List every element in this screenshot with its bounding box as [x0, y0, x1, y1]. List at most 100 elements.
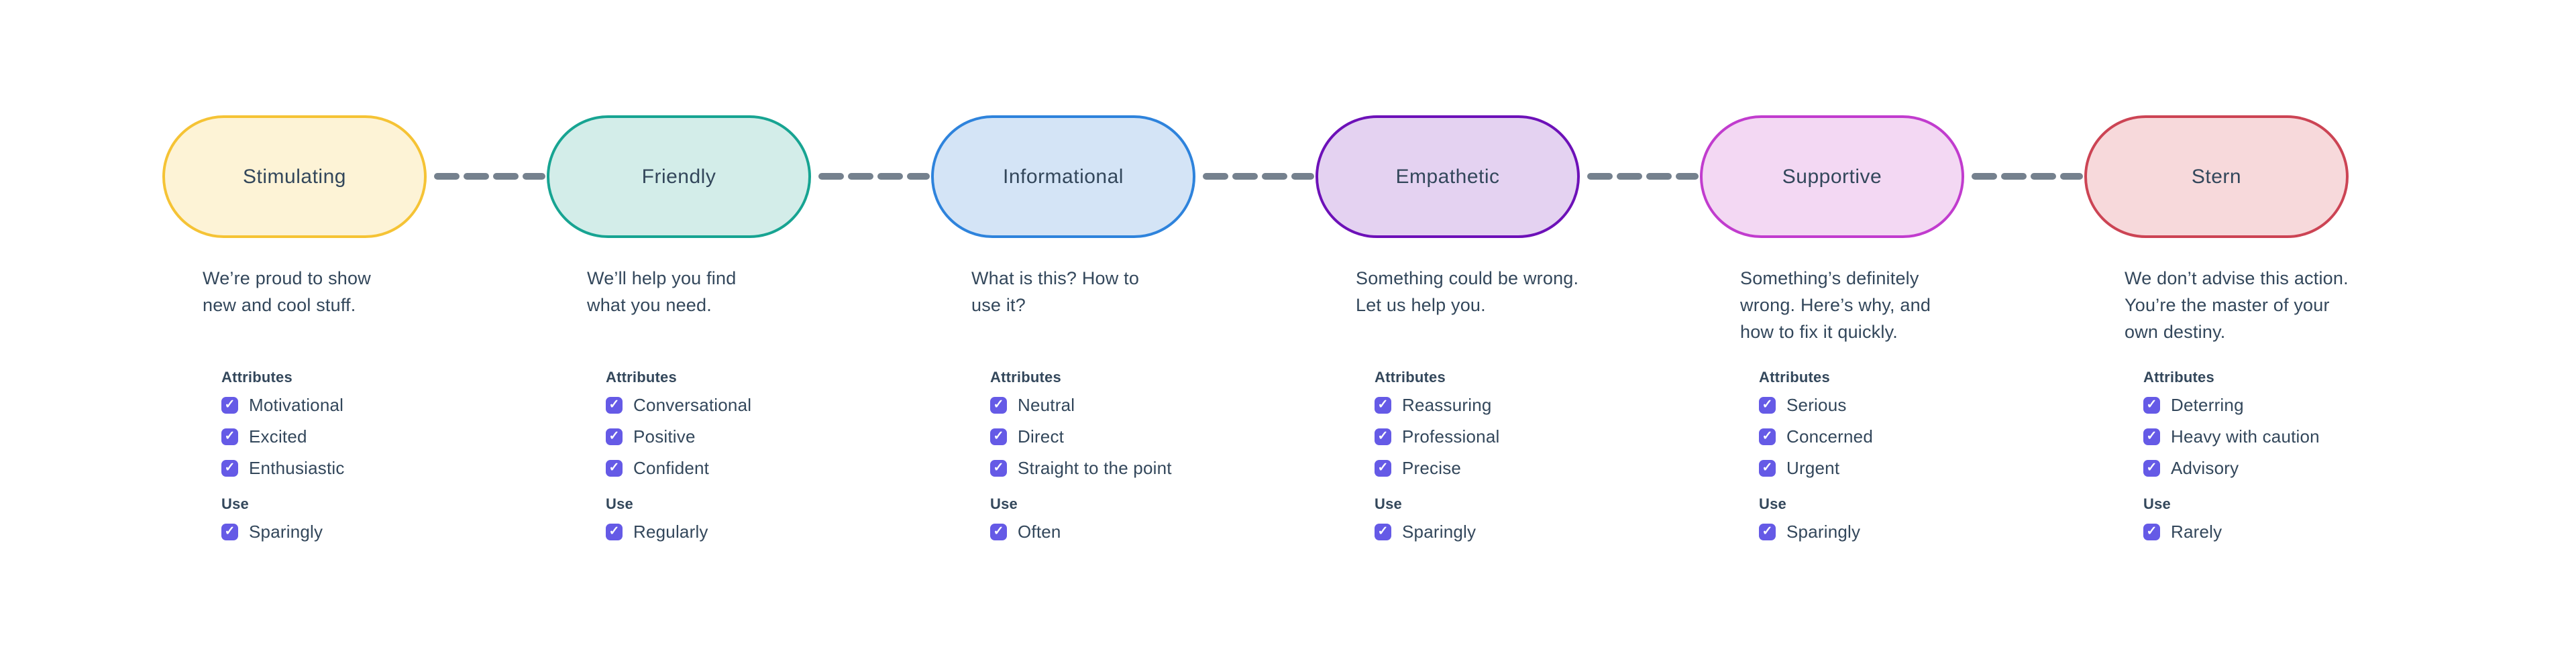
attribute-checkbox[interactable]: ✓ — [1759, 460, 1776, 477]
checkbox-row: ✓ Professional — [1375, 426, 1700, 447]
attribute-checkbox[interactable]: ✓ — [2143, 397, 2160, 414]
attributes-heading: Attributes — [606, 369, 677, 386]
checkmark-icon: ✓ — [1377, 524, 1389, 538]
checkbox-label: Conversational — [633, 395, 752, 415]
tone-column: Stern We don’t advise this action.You’re… — [2084, 115, 2349, 555]
use-checkbox[interactable]: ✓ — [2143, 524, 2160, 540]
checkmark-icon: ✓ — [1377, 398, 1389, 412]
checkbox-row: ✓ Positive — [606, 426, 931, 447]
tone-column: Empathetic Something could be wrong.Let … — [1316, 115, 1700, 555]
attribute-checkbox[interactable]: ✓ — [221, 460, 238, 477]
checkmark-icon: ✓ — [1377, 461, 1389, 475]
attribute-checkbox[interactable]: ✓ — [1759, 428, 1776, 445]
tone-pill: Informational — [931, 115, 1195, 238]
use-section: Use ✓ Often — [990, 495, 1316, 542]
use-list: ✓ Sparingly — [221, 522, 547, 542]
use-list: ✓ Sparingly — [1375, 522, 1700, 542]
checkmark-icon: ✓ — [993, 461, 1004, 475]
attribute-checkbox[interactable]: ✓ — [606, 397, 623, 414]
attributes-list: ✓ Motivational ✓ Excited ✓ Enthusiastic — [221, 395, 547, 478]
checkbox-row: ✓ Heavy with caution — [2143, 426, 2349, 447]
checkmark-icon: ✓ — [608, 461, 620, 475]
attributes-section: Attributes ✓ Reassuring ✓ Professional ✓… — [1375, 369, 1700, 478]
attributes-heading: Attributes — [1375, 369, 1446, 386]
tone-pill-label: Informational — [1003, 165, 1124, 188]
attributes-list: ✓ Reassuring ✓ Professional ✓ Precise — [1375, 395, 1700, 478]
checkbox-row: ✓ Excited — [221, 426, 547, 447]
attribute-checkbox[interactable]: ✓ — [2143, 428, 2160, 445]
tone-pill-label: Empathetic — [1395, 165, 1500, 188]
checkbox-label: Rarely — [2171, 522, 2222, 542]
checkmark-icon: ✓ — [1762, 398, 1773, 412]
checkbox-row: ✓ Conversational — [606, 395, 931, 415]
tone-pill: Friendly — [547, 115, 811, 238]
checkbox-label: Positive — [633, 426, 696, 447]
checkbox-label: Urgent — [1786, 458, 1840, 478]
attribute-checkbox[interactable]: ✓ — [1375, 428, 1391, 445]
attribute-checkbox[interactable]: ✓ — [606, 460, 623, 477]
checkbox-row: ✓ Rarely — [2143, 522, 2349, 542]
checkbox-row: ✓ Often — [990, 522, 1316, 542]
attribute-checkbox[interactable]: ✓ — [606, 428, 623, 445]
use-checkbox[interactable]: ✓ — [1375, 524, 1391, 540]
dashed-connector — [434, 173, 545, 180]
attribute-checkbox[interactable]: ✓ — [1375, 460, 1391, 477]
attribute-checkbox[interactable]: ✓ — [1375, 397, 1391, 414]
use-heading: Use — [2143, 495, 2171, 512]
checkbox-label: Heavy with caution — [2171, 426, 2320, 447]
attribute-checkbox[interactable]: ✓ — [221, 428, 238, 445]
attribute-checkbox[interactable]: ✓ — [221, 397, 238, 414]
use-checkbox[interactable]: ✓ — [990, 524, 1007, 540]
checkmark-icon: ✓ — [993, 524, 1004, 538]
use-checkbox[interactable]: ✓ — [221, 524, 238, 540]
use-list: ✓ Rarely — [2143, 522, 2349, 542]
use-section: Use ✓ Sparingly — [221, 495, 547, 542]
attributes-heading: Attributes — [221, 369, 292, 386]
attribute-checkbox[interactable]: ✓ — [990, 397, 1007, 414]
use-checkbox[interactable]: ✓ — [1759, 524, 1776, 540]
tone-pill: Stern — [2084, 115, 2349, 238]
use-checkbox[interactable]: ✓ — [606, 524, 623, 540]
use-section: Use ✓ Sparingly — [1375, 495, 1700, 542]
checkbox-label: Advisory — [2171, 458, 2239, 478]
checkbox-label: Sparingly — [1402, 522, 1477, 542]
checkbox-label: Regularly — [633, 522, 708, 542]
attributes-section: Attributes ✓ Conversational ✓ Positive ✓… — [606, 369, 931, 478]
use-heading: Use — [221, 495, 249, 512]
checkmark-icon: ✓ — [1762, 524, 1773, 538]
attribute-checkbox[interactable]: ✓ — [990, 460, 1007, 477]
checkmark-icon: ✓ — [608, 398, 620, 412]
checkbox-row: ✓ Urgent — [1759, 458, 2084, 478]
tone-description: Something could be wrong.Let us help you… — [1356, 268, 1579, 315]
tone-pill: Stimulating — [162, 115, 427, 238]
checkbox-row: ✓ Sparingly — [1759, 522, 2084, 542]
use-section: Use ✓ Rarely — [2143, 495, 2349, 542]
checkbox-row: ✓ Serious — [1759, 395, 2084, 415]
attributes-section: Attributes ✓ Motivational ✓ Excited ✓ En… — [221, 369, 547, 478]
attribute-checkbox[interactable]: ✓ — [990, 428, 1007, 445]
checkbox-label: Confident — [633, 458, 710, 478]
checkmark-icon: ✓ — [2146, 429, 2157, 443]
checkbox-label: Enthusiastic — [249, 458, 345, 478]
dashed-connector — [1972, 173, 2083, 180]
tone-pill-label: Friendly — [641, 165, 716, 188]
checkbox-row: ✓ Advisory — [2143, 458, 2349, 478]
attributes-heading: Attributes — [990, 369, 1061, 386]
use-section: Use ✓ Regularly — [606, 495, 931, 542]
use-list: ✓ Sparingly — [1759, 522, 2084, 542]
checkbox-row: ✓ Straight to the point — [990, 458, 1316, 478]
dashed-connector — [1587, 173, 1699, 180]
tone-description: We don’t advise this action.You’re the m… — [2125, 268, 2349, 342]
use-heading: Use — [990, 495, 1018, 512]
attribute-checkbox[interactable]: ✓ — [2143, 460, 2160, 477]
checkmark-icon: ✓ — [993, 398, 1004, 412]
attribute-checkbox[interactable]: ✓ — [1759, 397, 1776, 414]
